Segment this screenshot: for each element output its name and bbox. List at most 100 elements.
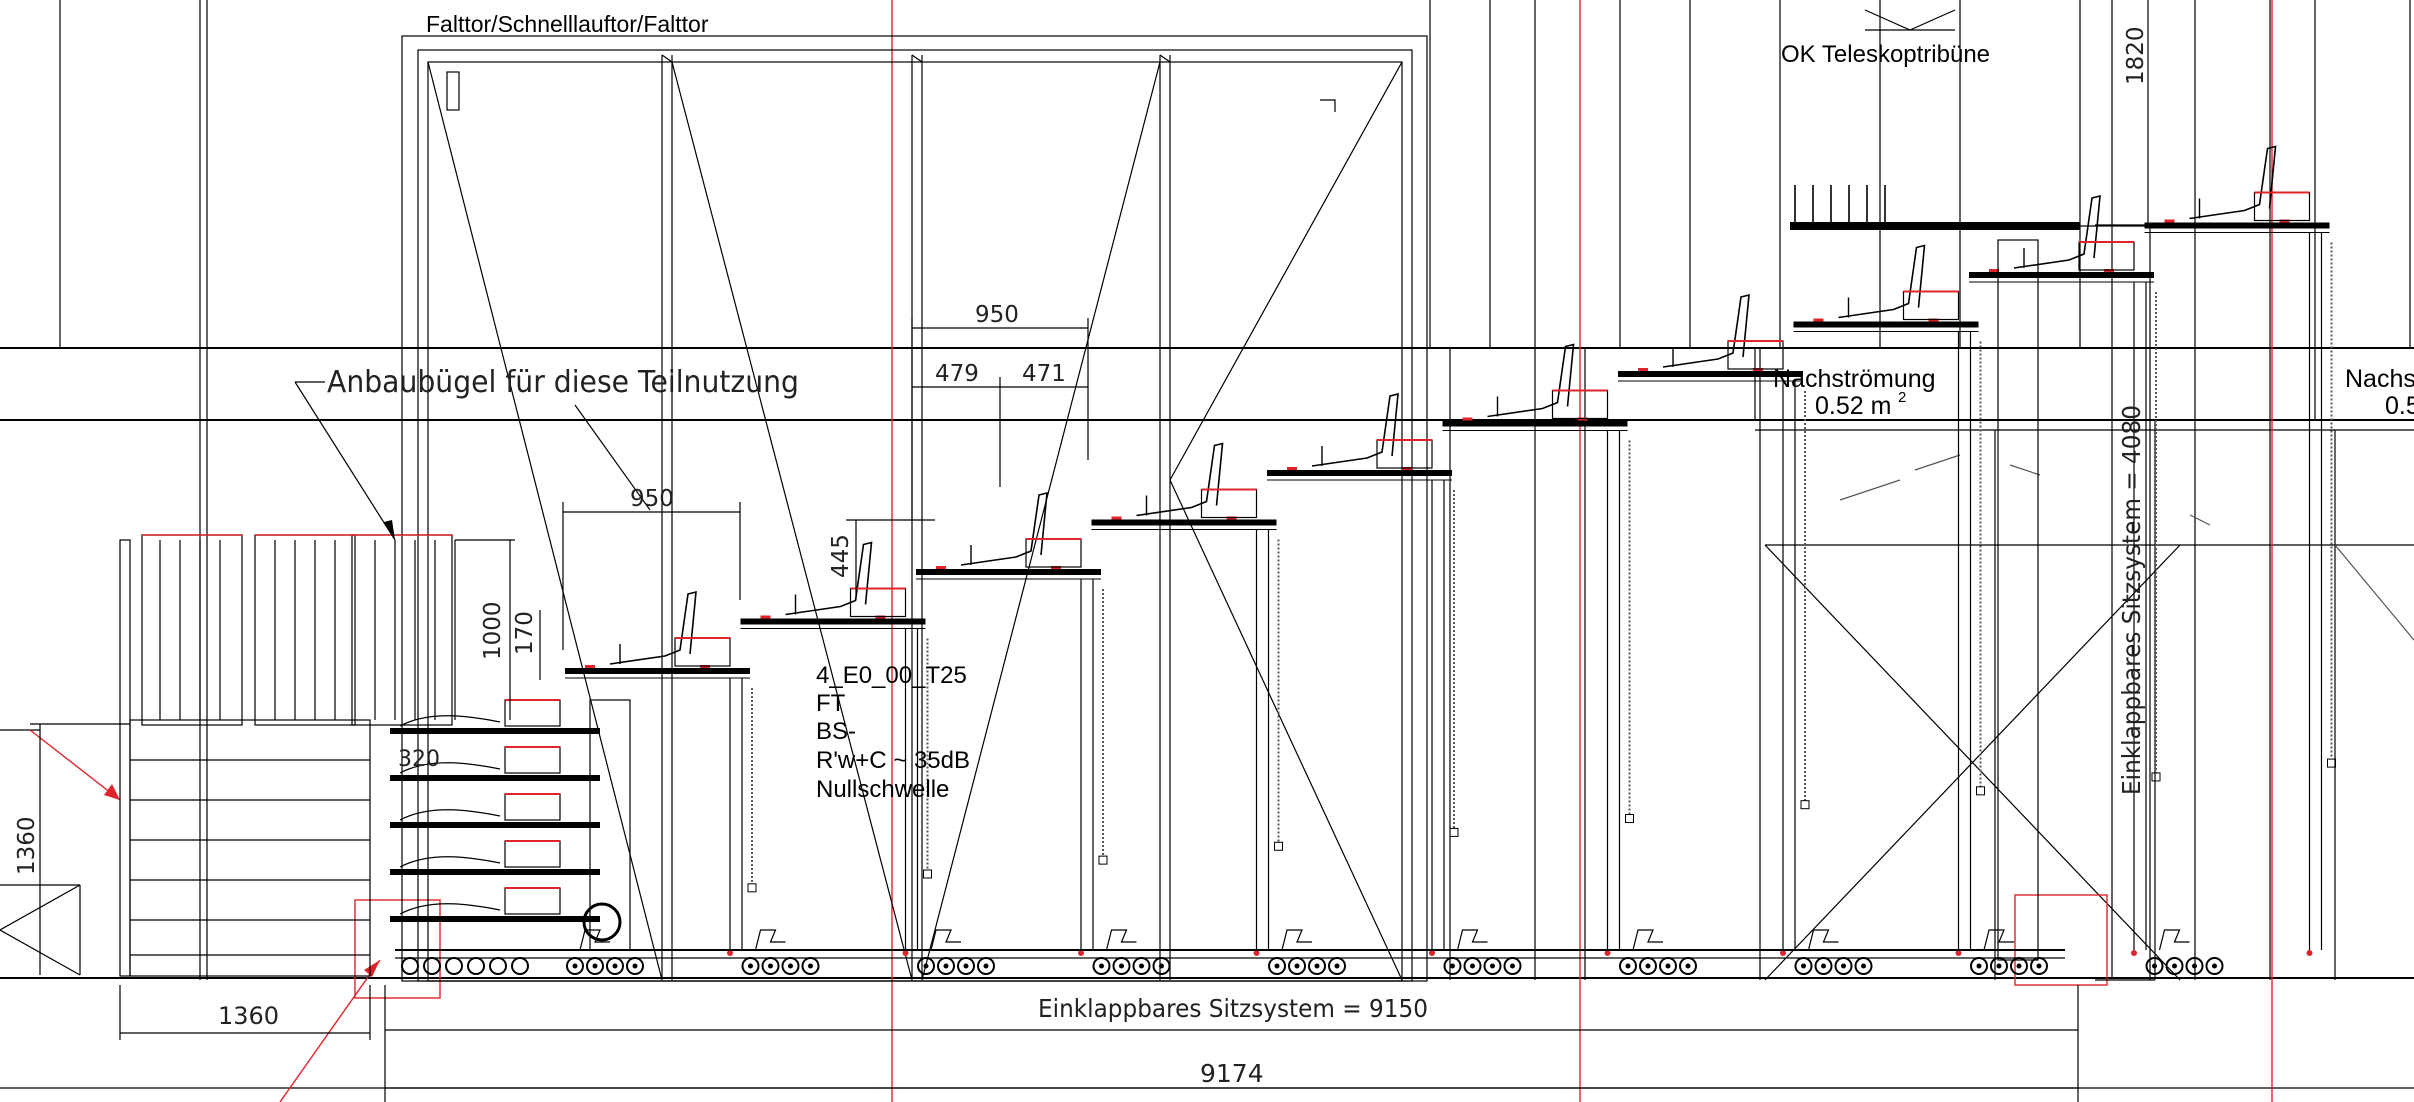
tier-red-detail — [1989, 269, 1999, 272]
tier-platform — [1618, 371, 1803, 377]
annotations: OK Teleskoptribüne Anbaubügel für diese … — [14, 26, 2414, 1088]
gate-label: Falttor/Schnelllauftor/Falttor — [426, 11, 709, 37]
tier-wheel-hub — [788, 963, 793, 969]
dim-1820: 1820 — [2123, 26, 2149, 85]
tier-red-detail — [936, 566, 946, 569]
tier-seat-box — [1902, 290, 1960, 321]
tier-wheel-bracket — [1632, 929, 1663, 951]
tier-wheel-hub — [1841, 963, 1846, 969]
tier-wheel-hub — [1821, 963, 1826, 969]
tier-platform — [916, 569, 1101, 575]
tier-platform — [1793, 321, 1979, 328]
tier-wheel-hub — [748, 963, 753, 969]
tier-wheel-bracket — [1456, 929, 1488, 951]
tier-seat-box — [1376, 439, 1433, 469]
tier-wheel-hub — [1625, 963, 1631, 969]
tier-wheel-hub — [1274, 963, 1280, 969]
stacked-seat — [399, 715, 501, 727]
stacked-drive-wheel — [582, 902, 622, 942]
tier-wheel-bracket — [1281, 929, 1312, 951]
stacked-wheel — [511, 957, 529, 975]
tier-wheel — [2205, 957, 2224, 975]
stacked-seat — [399, 762, 501, 774]
base-rail — [395, 949, 2065, 959]
dim-170: 170 — [512, 611, 538, 655]
tier-seat — [1136, 442, 1224, 517]
tier-wheel-hub — [1099, 963, 1104, 969]
tier-platform — [2144, 222, 2330, 229]
tier-seat-box — [1200, 488, 1258, 519]
tier-wheel-hub — [2016, 963, 2022, 969]
tier-wheel-bracket — [2158, 929, 2190, 951]
tier-wheel-hub — [612, 963, 618, 969]
stacked-wheel — [467, 957, 485, 975]
dim-479: 479 — [935, 361, 979, 387]
tier-rod-end — [923, 869, 932, 879]
bracket-note: Anbaubügel für diese Teilnutzung — [327, 365, 799, 400]
tier-wheel — [2185, 957, 2204, 975]
tier-red-dot — [2131, 950, 2137, 956]
tier-red-dot — [1955, 950, 1962, 956]
tier-wheel — [2165, 957, 2184, 975]
tier-red-detail — [1638, 368, 1648, 371]
tier-seat — [1838, 244, 1926, 319]
tier-rod-end — [1274, 841, 1283, 851]
tier-seat-box — [2253, 191, 2311, 222]
tier-rod-end — [1625, 814, 1634, 824]
door-spec-line1: 4_E0_00_T25 — [816, 662, 967, 689]
tier-wheel-hub — [808, 963, 813, 969]
tier-wheel-hub — [943, 963, 949, 969]
stacked-seat-box — [504, 699, 561, 727]
tier-wheel-bracket — [754, 929, 786, 951]
tier-red-detail — [1111, 516, 1122, 520]
dim-9174: 9174 — [1200, 1059, 1264, 1088]
tier-seat — [960, 491, 1048, 566]
door-spec-line2: FT — [816, 690, 846, 717]
tier-wheel-hub — [1334, 963, 1340, 969]
tier-wheel-hub — [632, 963, 638, 969]
tier-rod-end — [2327, 758, 2336, 768]
outflow-1-title: Nachströmung — [1773, 365, 1936, 393]
tier-seat — [609, 590, 697, 665]
dim-1360-horizontal: 1360 — [218, 1002, 279, 1030]
stacked-seat — [399, 903, 501, 915]
dim-1000: 1000 — [480, 601, 506, 660]
tier-platform — [1267, 470, 1452, 476]
stacked-platform — [390, 916, 600, 922]
dim-950-upper: 950 — [975, 302, 1019, 328]
tier-wheel-hub — [1314, 963, 1320, 969]
tier-wheel-hub — [592, 963, 598, 969]
tier-wheel-hub — [1996, 963, 2002, 969]
tier-wheel-hub — [983, 963, 989, 969]
tier-wheel-hub — [2036, 963, 2042, 969]
tier-wheel — [2145, 957, 2164, 975]
red-axis-lines — [29, 0, 2273, 1102]
tier-wheel-hub — [923, 963, 929, 969]
tier-platform — [565, 668, 750, 674]
outflow-2-title: Nachs — [2345, 365, 2414, 393]
tier-red-dot — [1429, 950, 1435, 956]
tier-wheel-hub — [1159, 963, 1164, 969]
tier-red-detail — [1813, 318, 1824, 322]
tier-wheel-hub — [1119, 963, 1124, 969]
stacked-seat-box — [504, 887, 561, 915]
tier-seat — [1487, 343, 1575, 418]
tier-red-dot — [1604, 950, 1611, 956]
top-tier-column — [1997, 239, 2039, 961]
tier-seat-box — [2078, 241, 2135, 271]
stacked-platform — [390, 869, 600, 875]
tier-wheel-hub — [2172, 963, 2177, 969]
tribune-top-label: OK Teleskoptribüne — [1781, 41, 1990, 68]
tier-wheel-bracket — [1807, 929, 1839, 951]
tier-red-dot — [902, 950, 909, 956]
tier-rod-end — [1976, 786, 1985, 796]
door-spec-line5: Nullschwelle — [816, 776, 949, 803]
tier-platform — [740, 618, 926, 625]
tier-wheel-hub — [1685, 963, 1691, 969]
tier-wheel-hub — [572, 963, 578, 969]
tier-wheel-hub — [1139, 963, 1144, 969]
tier-wheel-hub — [1490, 963, 1495, 969]
tier-rod-end — [747, 883, 757, 893]
tier-seat — [2013, 194, 2101, 269]
tier-wheel-hub — [1976, 963, 1982, 969]
